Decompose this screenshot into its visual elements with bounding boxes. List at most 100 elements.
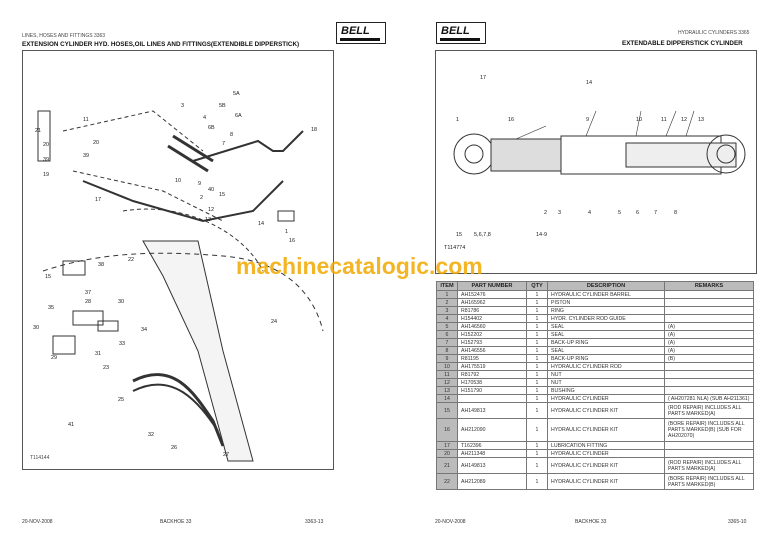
remarks-cell [664, 386, 754, 395]
svg-text:17: 17 [480, 75, 486, 81]
description-cell: HYDRAULIC CYLINDER KIT [547, 418, 665, 442]
remarks-cell: (ROD REPAIR) INCLUDES ALL PARTS MARKED(A… [664, 457, 754, 474]
remarks-cell [664, 378, 754, 387]
remarks-cell: (B) [664, 354, 754, 363]
part-number-cell: AH146556 [457, 346, 527, 355]
right-section-label: HYDRAULIC CYLINDERS 3365 [678, 30, 750, 36]
svg-text:11: 11 [661, 117, 667, 123]
part-number-cell: AH146560 [457, 322, 527, 331]
description-cell: HYDR. CYLINDER ROD GUIDE [547, 314, 665, 323]
column-header: REMARKS [664, 281, 754, 291]
part-number-cell: H151790 [457, 386, 527, 395]
part-number-cell: AH212089 [457, 473, 527, 490]
remarks-cell [664, 370, 754, 379]
svg-text:6A: 6A [235, 113, 242, 119]
remarks-cell: (A) [664, 322, 754, 331]
description-cell: LUBRICATION FITTING [547, 441, 665, 450]
svg-text:21: 21 [35, 128, 41, 134]
svg-text:1: 1 [456, 117, 459, 123]
svg-text:12: 12 [208, 207, 214, 213]
part-number-cell: H152202 [457, 330, 527, 339]
svg-text:39: 39 [43, 157, 49, 163]
svg-text:27: 27 [223, 452, 229, 458]
left-footer-model: BACKHOE 33 [160, 519, 192, 525]
svg-text:4: 4 [588, 210, 591, 216]
svg-text:4: 4 [203, 115, 206, 121]
part-number-cell: AH165962 [457, 298, 527, 307]
svg-text:41: 41 [68, 422, 74, 428]
part-number-cell: AH212090 [457, 418, 527, 442]
item-number-cell: 11 [436, 370, 458, 379]
svg-text:29: 29 [51, 355, 57, 361]
part-number-cell: T162396 [457, 441, 527, 450]
item-number-cell: 4 [436, 314, 458, 323]
svg-text:30: 30 [33, 325, 39, 331]
svg-text:11: 11 [83, 117, 89, 123]
quantity-cell: 1 [526, 346, 548, 355]
item-number-cell: 22 [436, 473, 458, 490]
item-number-cell: 9 [436, 354, 458, 363]
svg-text:14-9: 14-9 [536, 232, 547, 238]
svg-text:12: 12 [681, 117, 687, 123]
remarks-cell: (A) [664, 330, 754, 339]
column-header: DESCRIPTION [547, 281, 665, 291]
description-cell: SEAL [547, 346, 665, 355]
item-number-cell: 2 [436, 298, 458, 307]
svg-text:2: 2 [200, 195, 203, 201]
item-number-cell: 21 [436, 457, 458, 474]
left-footer-page: 3363-13 [305, 519, 324, 525]
description-cell: SEAL [547, 322, 665, 331]
description-cell: SEAL [547, 330, 665, 339]
remarks-cell [664, 449, 754, 458]
remarks-cell [664, 298, 754, 307]
remarks-cell: (BORE REPAIR) INCLUDES ALL PARTS MARKED(… [664, 418, 754, 442]
item-number-cell: 6 [436, 330, 458, 339]
right-footer-date: 20-NOV-2008 [435, 519, 466, 525]
svg-text:7: 7 [222, 141, 225, 147]
item-number-cell: 15 [436, 402, 458, 419]
item-number-cell: 7 [436, 338, 458, 347]
item-number-cell: 20 [436, 449, 458, 458]
description-cell: BACK-UP RING [547, 354, 665, 363]
svg-text:23: 23 [103, 365, 109, 371]
description-cell: HYDRAULIC CYLINDER ROD [547, 362, 665, 371]
left-page-title: EXTENSION CYLINDER HYD. HOSES,OIL LINES … [22, 41, 300, 48]
svg-text:16: 16 [289, 238, 295, 244]
item-number-cell: 1 [436, 290, 458, 299]
svg-text:37: 37 [85, 290, 91, 296]
quantity-cell: 1 [526, 354, 548, 363]
svg-text:13: 13 [205, 217, 211, 223]
item-number-cell: 16 [436, 418, 458, 442]
remarks-cell [664, 362, 754, 371]
svg-text:22: 22 [128, 257, 134, 263]
svg-text:13: 13 [698, 117, 704, 123]
remarks-cell: ( AH207281 NLA) (SUB AH211361) [664, 394, 754, 403]
description-cell: HYDRAULIC CYLINDER KIT [547, 457, 665, 474]
part-number-cell: AH152476 [457, 290, 527, 299]
svg-text:2: 2 [544, 210, 547, 216]
remarks-cell [664, 314, 754, 323]
svg-text:16: 16 [508, 117, 514, 123]
svg-text:15: 15 [219, 192, 225, 198]
right-footer-page: 3365-10 [728, 519, 747, 525]
left-footer-date: 20-NOV-2008 [22, 519, 53, 525]
quantity-cell: 1 [526, 473, 548, 490]
item-number-cell: 10 [436, 362, 458, 371]
svg-text:15: 15 [45, 274, 51, 280]
part-number-cell: R81786 [457, 306, 527, 315]
remarks-cell [664, 441, 754, 450]
